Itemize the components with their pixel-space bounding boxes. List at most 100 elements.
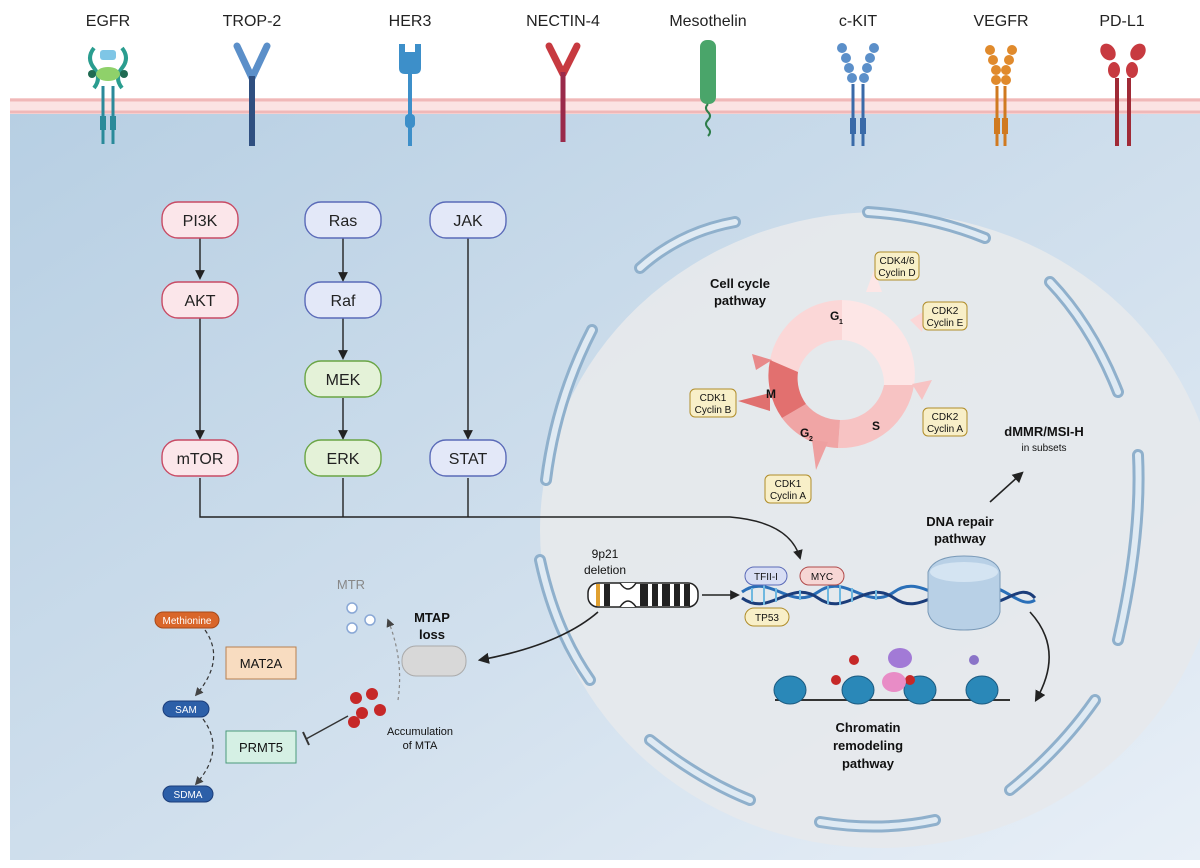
chromatin-arrow xyxy=(1029,611,1050,702)
pdl1-label: PD-L1 xyxy=(1099,13,1144,30)
jak-label: JAK xyxy=(453,213,483,230)
chromatin-icon xyxy=(773,648,1010,705)
her3-icon xyxy=(399,44,421,146)
cell-membrane xyxy=(10,98,1200,114)
deletion-line2: deletion xyxy=(584,563,626,577)
accumulation-label-1: Accumulation xyxy=(387,726,453,738)
akt-node: AKT xyxy=(161,281,239,319)
cdk1-b-label: CDK1 xyxy=(700,393,727,404)
receptor-her3: HER3 xyxy=(389,13,432,146)
nuclear-envelope xyxy=(534,206,1145,833)
cdk2-cyclin-e-badge: CDK2 Cyclin E xyxy=(922,301,968,331)
mtr-dashed-arrow xyxy=(386,618,401,701)
mat2a-label: MAT2A xyxy=(240,656,283,671)
chromatin-label-3: pathway xyxy=(842,756,895,771)
pi3k-label: PI3K xyxy=(183,213,218,230)
egfr-label: EGFR xyxy=(86,13,130,30)
deletion-line1: 9p21 xyxy=(592,547,619,561)
dna-repair-label-1: DNA repair xyxy=(926,514,993,529)
cyclin-e-label: Cyclin E xyxy=(927,318,964,329)
receptor-ckit: c-KIT xyxy=(837,13,879,146)
cdk1-a-label: CDK1 xyxy=(775,479,802,490)
jak-node: JAK xyxy=(429,201,507,239)
phase-s: S xyxy=(872,419,880,433)
methionine-pill: Methionine xyxy=(154,611,220,629)
cdk2-e-label: CDK2 xyxy=(932,306,959,317)
receptor-egfr: EGFR xyxy=(86,13,130,144)
tfii-badge: TFII-I xyxy=(744,566,788,586)
chromatin-label-2: remodeling xyxy=(833,738,903,753)
tp53-label: TP53 xyxy=(755,613,779,624)
tfii-label: TFII-I xyxy=(754,572,778,583)
myc-badge: MYC xyxy=(799,566,845,586)
mta-molecules-icon xyxy=(348,688,386,728)
cyclin-a-g2-label: Cyclin A xyxy=(770,491,806,502)
cell-cycle-title-1: Cell cycle xyxy=(710,276,770,291)
phase-g1-sub: 1 xyxy=(839,319,843,326)
cdk2-cyclin-a-badge: CDK2 Cyclin A xyxy=(922,407,968,437)
chromatin-label-1: Chromatin xyxy=(836,720,901,735)
stat-label: STAT xyxy=(449,451,488,468)
mta-inhibition-line xyxy=(302,715,349,746)
cyclin-a-s-label: Cyclin A xyxy=(927,424,963,435)
chromosome-9p21: 9p21 deletion xyxy=(584,547,699,608)
phase-g1: G xyxy=(830,309,839,323)
receptor-mesothelin: Mesothelin xyxy=(669,13,747,137)
receptor-pdl1: PD-L1 xyxy=(1099,13,1146,146)
cyclin-b-label: Cyclin B xyxy=(695,405,732,416)
pdl1-icon xyxy=(1100,43,1146,146)
sam-pill: SAM xyxy=(162,700,210,718)
cell-cycle-title-2: pathway xyxy=(714,293,767,308)
methionine-to-sam-arrow xyxy=(194,629,215,697)
prmt5-box: PRMT5 xyxy=(225,730,297,764)
receptor-vegfr: VEGFR xyxy=(973,13,1029,146)
raf-label: Raf xyxy=(331,293,356,310)
mat2a-box: MAT2A xyxy=(225,646,297,680)
pi3k-node: PI3K xyxy=(161,201,239,239)
ras-node: Ras xyxy=(304,201,382,239)
her3-label: HER3 xyxy=(389,13,432,30)
stat-node: STAT xyxy=(429,439,507,477)
mtor-label: mTOR xyxy=(177,451,224,468)
dmmr-label: dMMR/MSI-H xyxy=(1004,424,1083,439)
cyclin-d-label: Cyclin D xyxy=(878,268,915,279)
cell-cycle: Cell cycle pathway G 1 S G 2 M CDK4/6 Cy… xyxy=(689,251,968,504)
cdk1-cyclin-b-badge: CDK1 Cyclin B xyxy=(689,388,737,418)
signaling-arrows xyxy=(195,238,803,560)
mtap-arrow xyxy=(477,611,599,664)
prmt5-label: PRMT5 xyxy=(239,740,283,755)
chromosome-icon xyxy=(587,582,699,608)
tp53-badge: TP53 xyxy=(744,607,790,627)
cell-cycle-ring xyxy=(738,270,932,470)
sam-label: SAM xyxy=(175,705,197,716)
mesothelin-label: Mesothelin xyxy=(669,13,746,30)
nectin4-label: NECTIN-4 xyxy=(526,13,600,30)
mtap-loss-label-1: MTAP xyxy=(414,610,450,625)
dna-repair-label-2: pathway xyxy=(934,531,987,546)
phase-g2-sub: 2 xyxy=(809,436,813,443)
nectin4-icon xyxy=(545,42,581,142)
mtap-complex-icon xyxy=(401,645,467,677)
dmmr-arrow xyxy=(989,471,1024,503)
ckit-icon xyxy=(837,43,879,146)
akt-label: AKT xyxy=(184,293,215,310)
phase-m: M xyxy=(766,387,776,401)
erk-label: ERK xyxy=(327,451,360,468)
myc-label: MYC xyxy=(811,572,833,583)
trop2-icon xyxy=(233,42,271,146)
accumulation-label-2: of MTA xyxy=(403,740,438,752)
dna-repair-complex-icon xyxy=(927,555,1001,631)
mesothelin-icon xyxy=(700,40,716,137)
erk-node: ERK xyxy=(304,439,382,477)
sdma-pill: SDMA xyxy=(162,785,214,803)
vegfr-label: VEGFR xyxy=(973,13,1028,30)
nucleus xyxy=(534,206,1200,848)
methionine-label: Methionine xyxy=(163,616,212,627)
cdk46-badge: CDK4/6 Cyclin D xyxy=(874,251,920,281)
trop2-label: TROP-2 xyxy=(223,13,282,30)
mtr-label: MTR xyxy=(337,577,365,592)
phase-g2: G xyxy=(800,426,809,440)
mtor-node: mTOR xyxy=(161,439,239,477)
ras-label: Ras xyxy=(329,213,357,230)
